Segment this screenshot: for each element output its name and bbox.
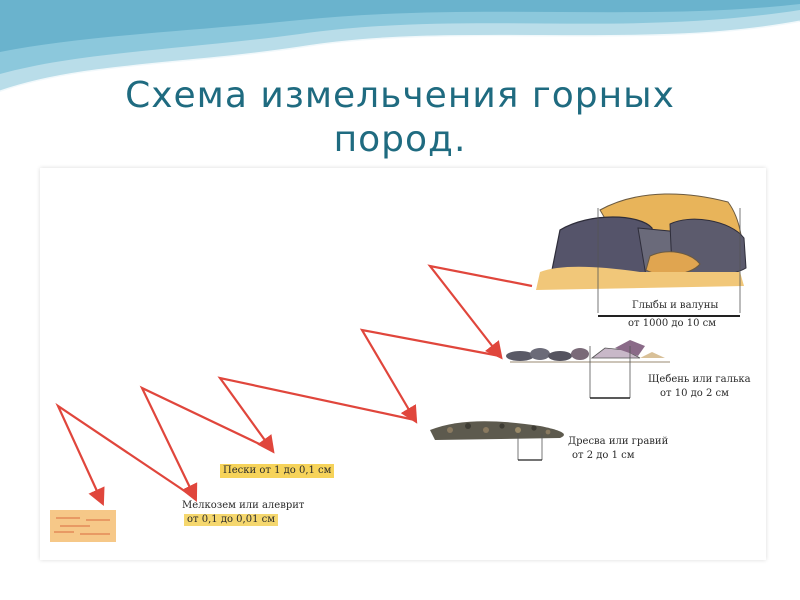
silt-illustration	[50, 510, 116, 542]
rock-weathering-diagram: Глыбы и валуны от 1000 до 10 см Щебень и…	[40, 168, 766, 560]
sand-label: Пески от 1 до 0,1 см	[220, 464, 335, 478]
silt-size-label: от 0,1 до 0,01 см	[184, 514, 278, 526]
blocks-label: Глыбы и валуны	[632, 300, 719, 311]
blocks-size-label: от 1000 до 10 см	[628, 318, 716, 329]
rubble-label: Щебень или галька	[648, 374, 751, 385]
page-title: Схема измельчения горных пород.	[125, 75, 675, 160]
decorative-wave-header	[0, 0, 800, 94]
silt-label: Мелкозем или алеврит	[182, 500, 305, 511]
boulders-illustration	[536, 193, 747, 317]
diagram-canvas	[50, 193, 747, 542]
gravel-illustration	[430, 421, 564, 461]
gravel-label: Дресва или гравий	[568, 436, 669, 447]
weathering-arrows	[55, 264, 533, 506]
rubble-illustration	[506, 340, 670, 399]
gravel-size-label: от 2 до 1 см	[572, 450, 635, 461]
rubble-size-label: от 10 до 2 см	[660, 388, 729, 399]
